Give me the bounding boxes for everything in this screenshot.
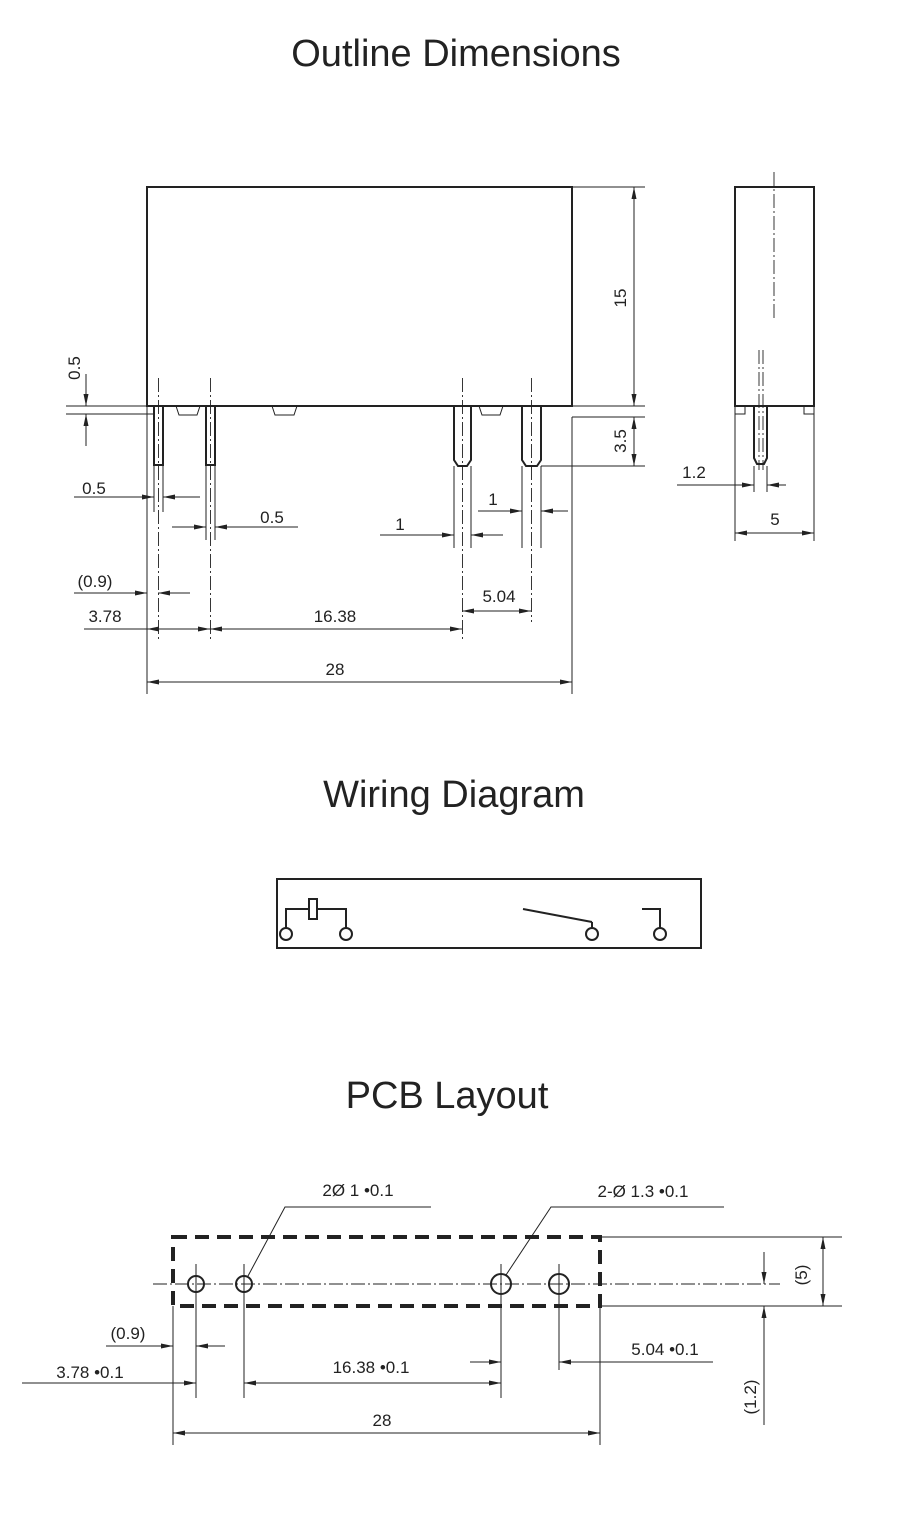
dim-pcb-span-1638: 16.38 •0.1 (333, 1358, 410, 1377)
contact-blade (522, 908, 593, 923)
relay-footprint (171, 1235, 602, 1308)
contact-terminal-1 (585, 927, 599, 941)
dim-pcb-offset-09: (0.9) (111, 1324, 146, 1343)
dim-height-body: 15 (611, 289, 630, 308)
wiring-frame (276, 878, 702, 949)
dim-span-1638: 16.38 (314, 607, 357, 626)
standoff (478, 405, 504, 416)
pcb-layout: 2Ø 1 •0.1 2-Ø 1.3 •0.1 (5) (1.2) (0.9) 3… (22, 1181, 842, 1445)
leader-large-holes (505, 1206, 724, 1276)
coil-symbol (308, 898, 318, 920)
dim-pin-width-right-b: 1 (488, 490, 497, 509)
relay-body-front (146, 186, 573, 407)
outline-front-view: 15 3.5 0.5 0.5 0.5 1 1 (0.9) 3.78 (65, 186, 645, 694)
dim-offset-378: 3.78 (88, 607, 121, 626)
dim-pcb-length: 28 (373, 1411, 392, 1430)
dim-pcb-span-504: 5.04 •0.1 (631, 1340, 698, 1359)
dim-pin-width-mid: 0.5 (260, 508, 284, 527)
outline-side-view: 1.2 5 (677, 172, 815, 541)
label-hole-large: 2-Ø 1.3 •0.1 (597, 1182, 688, 1201)
side-pin (753, 406, 768, 465)
standoff (175, 405, 201, 416)
dim-step: 0.5 (65, 356, 84, 380)
dim-pin-width-left: 0.5 (82, 479, 106, 498)
dim-pcb-offset-378: 3.78 •0.1 (56, 1363, 123, 1382)
dim-offset-09: (0.9) (78, 572, 113, 591)
relay-body-side (734, 186, 815, 407)
leader-small-holes (247, 1206, 431, 1277)
dim-side-width: 5 (770, 510, 779, 529)
dim-pin-width-right-a: 1 (395, 515, 404, 534)
contact-terminal-2 (653, 927, 667, 941)
pcb-title: PCB Layout (346, 1075, 549, 1117)
coil-terminal-2 (339, 927, 353, 941)
outline-title: Outline Dimensions (291, 33, 620, 75)
wiring-diagram (276, 878, 702, 949)
standoff (271, 405, 298, 416)
dim-side-pin: 1.2 (682, 463, 706, 482)
label-hole-small: 2Ø 1 •0.1 (322, 1181, 393, 1200)
dim-height-pin: 3.5 (611, 429, 630, 453)
dim-length: 28 (326, 660, 345, 679)
coil-terminal-1 (279, 927, 293, 941)
wiring-title: Wiring Diagram (323, 774, 585, 816)
dim-pcb-height-12: (1.2) (741, 1380, 760, 1415)
dim-span-504: 5.04 (482, 587, 515, 606)
dim-pcb-height-5: (5) (792, 1265, 811, 1286)
